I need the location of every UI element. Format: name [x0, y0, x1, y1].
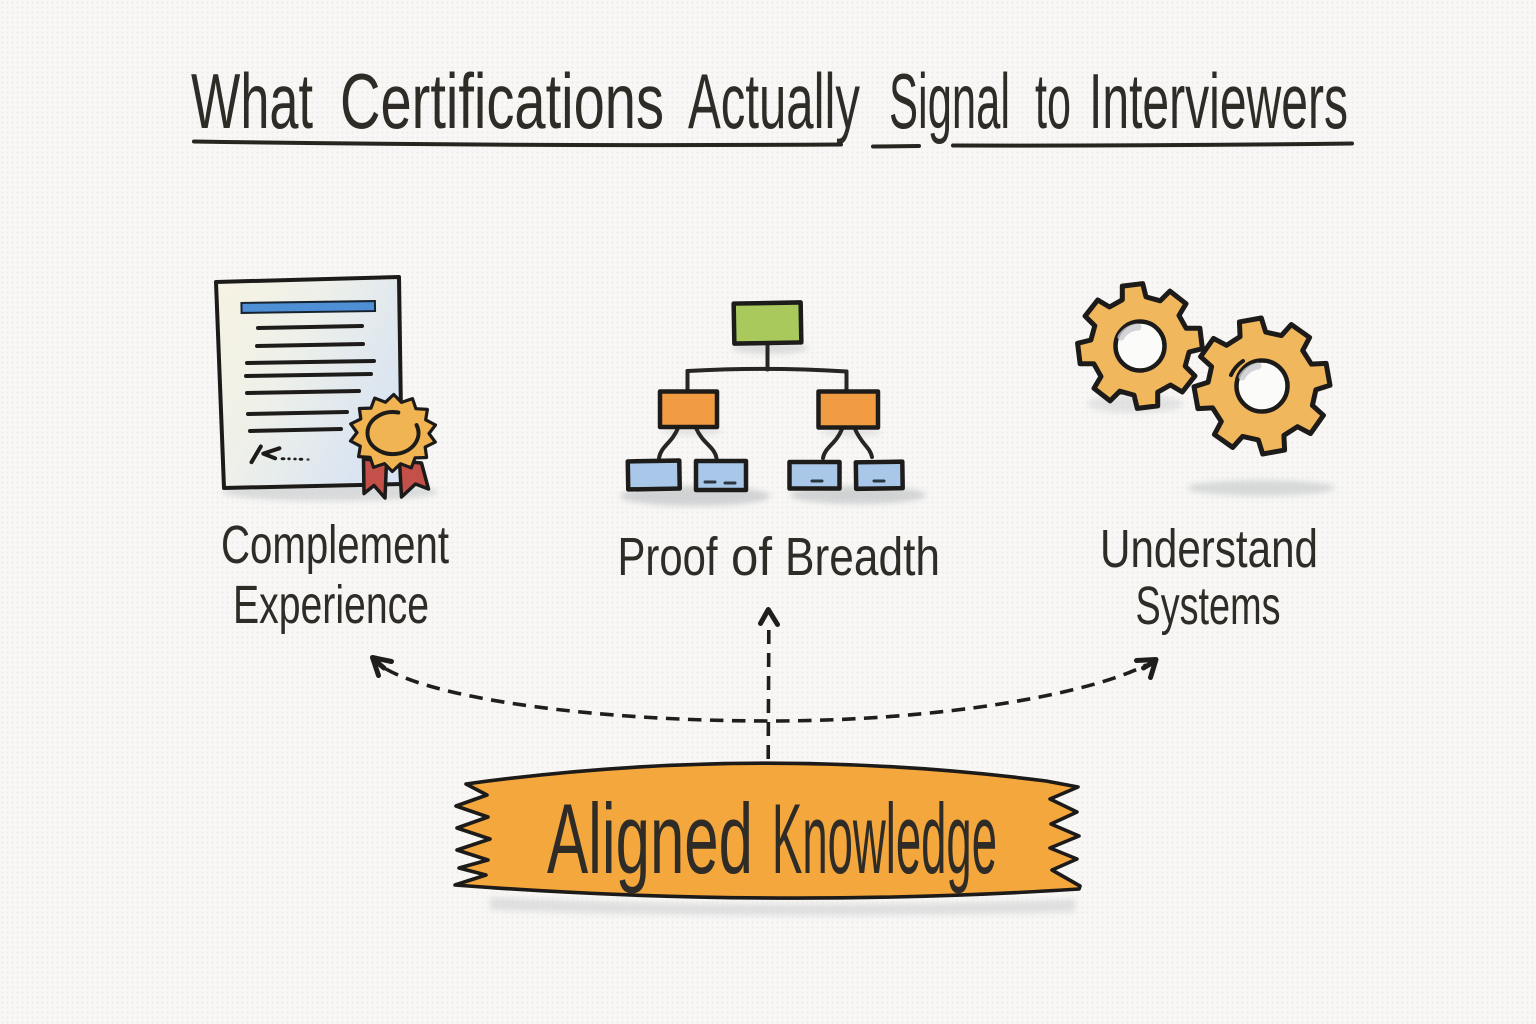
svg-text:Knowledge: Knowledge [772, 783, 997, 894]
svg-text:Complement: Complement [221, 515, 449, 575]
svg-text:Actually: Actually [688, 57, 860, 145]
svg-text:to: to [1035, 57, 1071, 145]
svg-text:Signal: Signal [889, 57, 1010, 145]
svg-text:Systems: Systems [1136, 576, 1281, 636]
svg-text:Breadth: Breadth [785, 527, 940, 587]
svg-text:Understand: Understand [1100, 519, 1318, 579]
svg-text:Proof: Proof [618, 527, 719, 587]
svg-text:Interviewers: Interviewers [1089, 57, 1348, 145]
svg-text:What: What [191, 57, 313, 145]
svg-text:of: of [731, 527, 773, 587]
svg-text:Experience: Experience [233, 575, 429, 635]
svg-text:Aligned: Aligned [547, 783, 753, 894]
svg-text:Certifications: Certifications [340, 57, 664, 145]
